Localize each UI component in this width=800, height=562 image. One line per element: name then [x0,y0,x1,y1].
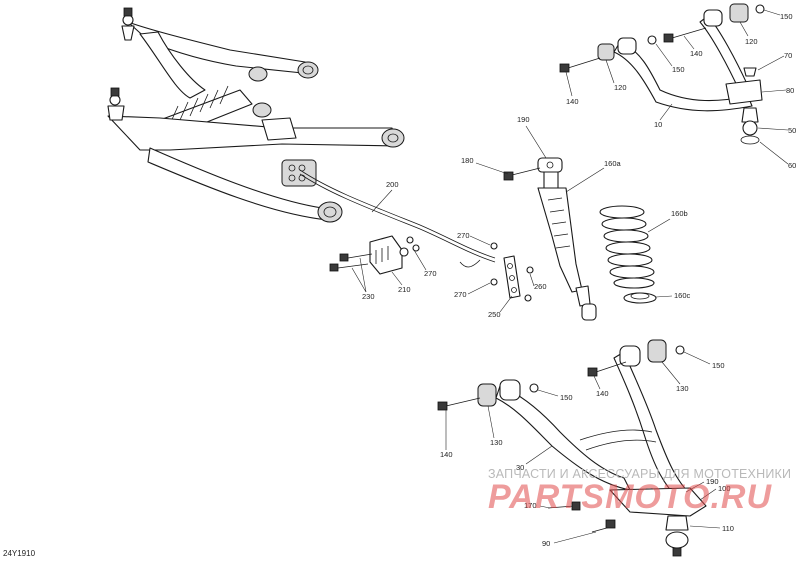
callout-150-lower-right: 150 [712,361,725,370]
upper-ball-joint [740,67,760,145]
upper-bushing-120-left [597,43,615,61]
callout-230: 230 [362,292,375,301]
lower-a-arm [495,345,707,517]
callout-150-lower-left: 150 [560,393,573,402]
callout-200: 200 [386,180,399,189]
bolts-230 [329,253,373,272]
upper-bushing-120-right [729,3,749,23]
callout-50: 50 [788,126,796,135]
callout-130-lower-left: 130 [490,438,503,447]
nut-150-top [755,4,765,14]
callout-10: 10 [654,120,662,129]
nut-150-lower-left [529,383,539,393]
watermark-logo: PARTSMOTO.RU [488,478,773,516]
callout-170: 170 [524,501,537,510]
callout-150-upper: 150 [672,65,685,74]
callout-80: 80 [786,86,794,95]
bolt-170 [547,501,581,511]
spring-seat [623,292,657,304]
callout-150-top: 150 [780,12,793,21]
sway-bar-link [490,242,534,302]
callout-140-lower-right: 140 [596,389,609,398]
callout-260: 260 [534,282,547,291]
callout-140-lower-left: 140 [440,450,453,459]
callout-210: 210 [398,285,411,294]
callout-270-b: 270 [457,231,470,240]
callout-60: 60 [788,161,796,170]
callout-100: 100 [718,484,731,493]
callout-140-upper: 140 [566,97,579,106]
callout-270-a: 270 [424,269,437,278]
upper-bolt-140-right [663,27,707,43]
callout-130-lower-right: 130 [676,384,689,393]
callout-70: 70 [784,51,792,60]
shock-bolt-180 [503,167,541,181]
watermark-subtitle: ЗАПЧАСТИ И АКСЕССУАРЫ ДЛЯ МОТОТЕХНИКИ [488,467,792,481]
callout-180: 180 [461,156,474,165]
callout-190-lower: 190 [706,477,719,486]
sway-bar-bushing [369,235,409,275]
nut-150-lower-right [675,345,685,355]
callout-30: 30 [516,463,524,472]
callout-120-upper: 120 [614,83,627,92]
callout-120-top: 120 [745,37,758,46]
callout-90: 90 [542,539,550,548]
upper-bolt-140-left [559,57,601,73]
upper-a-arm [613,9,763,112]
lower-bushing-130-left [477,383,497,407]
lower-bolt-140-right [587,361,627,377]
bolt-90 [591,519,616,533]
lower-ball-joint [665,515,689,557]
diagram-code: 24Y1910 [3,549,36,558]
assembled-suspension-view [107,7,496,268]
callout-270-c: 270 [454,290,467,299]
lower-bolt-140-left [437,397,481,411]
callout-140-top: 140 [690,49,703,58]
callout-110: 110 [722,524,734,533]
coil-spring [599,205,655,289]
shock-absorber [537,157,597,321]
callout-250: 250 [488,310,501,319]
callout-190-shock: 190 [517,115,530,124]
lower-bushing-130-right [647,339,667,363]
callout-160c: 160c [674,291,691,300]
callout-160b: 160b [671,209,688,218]
callout-160a: 160a [604,159,622,168]
nut-150-upper [647,35,657,45]
